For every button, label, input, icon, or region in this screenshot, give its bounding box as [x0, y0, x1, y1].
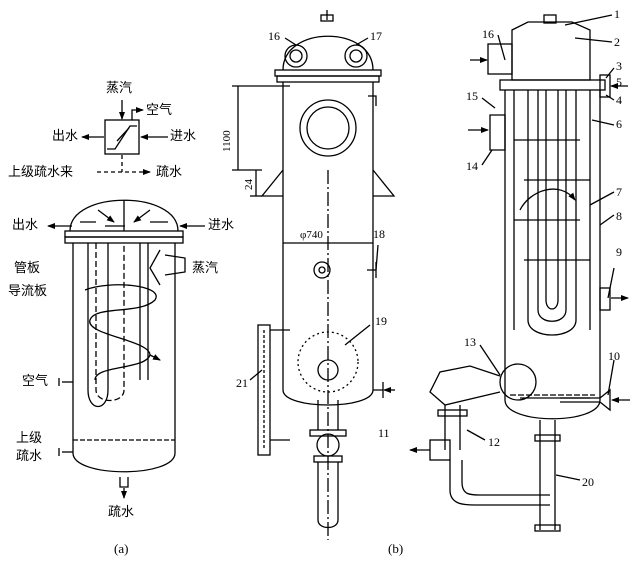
- symbol-upper-drain-label: 上级疏水来: [8, 165, 74, 180]
- heater-steam-label: 蒸汽: [192, 261, 219, 276]
- heater-upper-drain-label-1: 上级: [16, 431, 43, 446]
- tube-plate-label: 管板: [14, 261, 41, 276]
- label-c-2: 2: [614, 35, 620, 49]
- heater-upper-drain-label-2: 疏水: [16, 449, 43, 464]
- dim-height: 1100: [221, 130, 233, 152]
- heater-air-label: 空气: [22, 374, 49, 389]
- dim-gap: 24: [243, 179, 255, 190]
- label-c-13: 13: [464, 335, 476, 349]
- caption-b: (b): [388, 541, 404, 556]
- heater-water-in-label: 进水: [208, 218, 235, 233]
- label-c-15: 15: [466, 89, 478, 103]
- symbol-air-label: 空气: [146, 103, 173, 118]
- heater-drain-label: 疏水: [108, 505, 135, 520]
- label-c-6: 6: [616, 117, 622, 131]
- label-c-8: 8: [616, 209, 622, 223]
- label-c-10: 10: [608, 349, 620, 363]
- symbol-water-out-label: 出水: [52, 129, 79, 144]
- label-c-4: 4: [616, 93, 622, 107]
- heater-water-out-label: 出水: [12, 218, 39, 233]
- dim-diameter: φ740: [300, 229, 323, 241]
- heater-symbol: [81, 100, 168, 175]
- label-17: 17: [370, 29, 382, 43]
- baffle-label: 导流板: [8, 284, 48, 299]
- symbol-water-in-label: 进水: [170, 129, 197, 144]
- label-c-16: 16: [482, 27, 494, 41]
- label-c-9: 9: [616, 245, 622, 259]
- label-c-14: 14: [466, 159, 478, 173]
- heater-c: [409, 14, 630, 532]
- label-c-20: 20: [582, 475, 594, 489]
- label-c-3: 3: [616, 59, 622, 73]
- heater-b: [232, 10, 396, 540]
- label-19: 19: [375, 314, 387, 328]
- label-18: 18: [373, 227, 385, 241]
- label-11: 11: [378, 426, 390, 440]
- symbol-drain-label: 疏水: [156, 165, 183, 180]
- caption-a: (a): [114, 541, 129, 556]
- heater-a: [47, 199, 205, 499]
- label-c-12: 12: [488, 435, 500, 449]
- label-c-1: 1: [614, 7, 620, 21]
- symbol-steam-label: 蒸汽: [106, 81, 133, 96]
- label-21: 21: [236, 376, 248, 390]
- label-c-5: 5: [616, 75, 622, 89]
- label-c-7: 7: [616, 185, 622, 199]
- label-16: 16: [268, 29, 280, 43]
